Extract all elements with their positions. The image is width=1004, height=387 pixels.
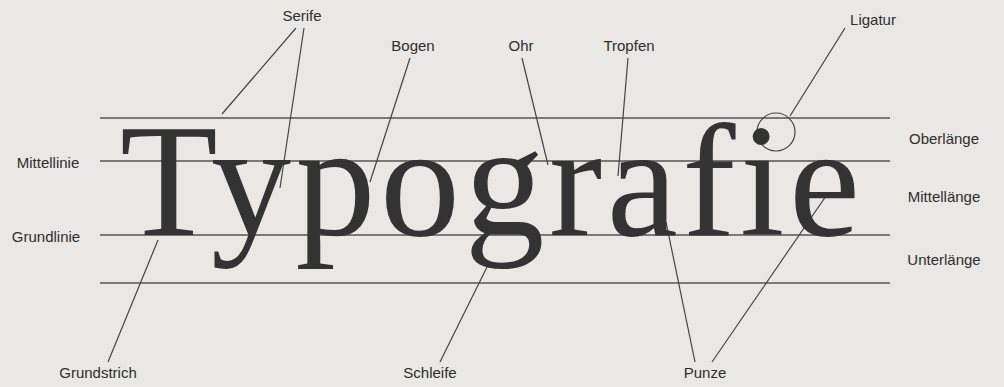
zone-label: Oberlänge [909,130,979,148]
line-label: Grundlinie [12,228,80,246]
zone-label: Mittellänge [908,188,981,206]
part-label: Serife [282,7,321,25]
part-label: Punze [684,364,727,382]
part-label: Grundstrich [59,364,137,382]
part-label: Tropfen [603,37,654,55]
specimen-word: Typografie [120,101,865,261]
part-label: Ohr [508,37,533,55]
descender-line [100,282,890,283]
part-label: Ligatur [850,11,896,29]
zone-label: Unterlänge [907,251,980,269]
part-label: Bogen [391,37,434,55]
leader-line [440,265,488,362]
part-label: Schleife [403,364,456,382]
line-label: Mittellinie [17,154,80,172]
